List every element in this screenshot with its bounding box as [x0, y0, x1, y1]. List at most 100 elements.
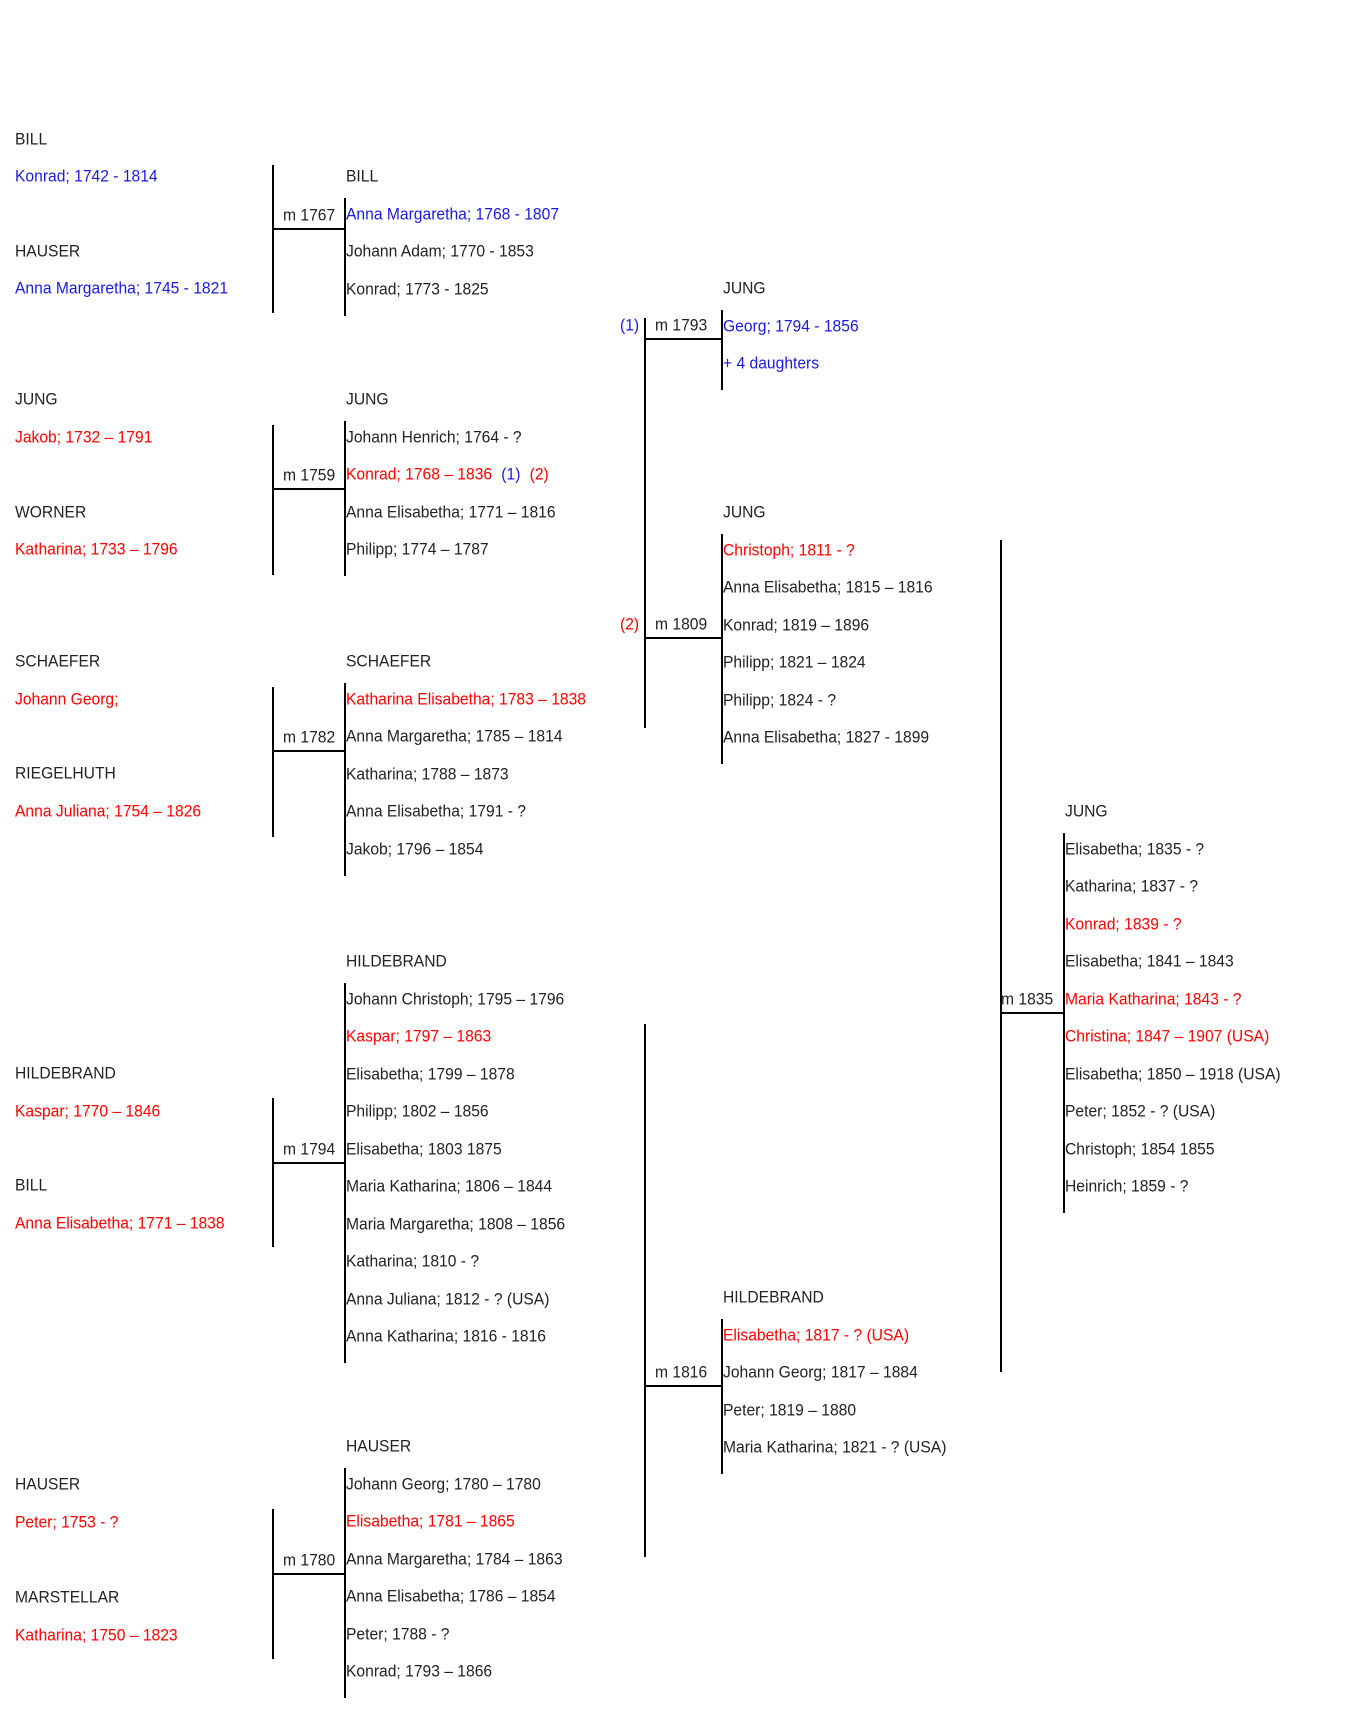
- connector-m1809: [644, 637, 722, 639]
- child-entry: Anna Elisabetha; 1815 – 1816: [723, 577, 933, 597]
- child-entry: Anna Elisabetha; 1827 - 1899: [723, 727, 930, 747]
- connector-hildebrand-hauser: [644, 1024, 646, 1557]
- child-entry: Anna Elisabetha; 1786 – 1854: [346, 1586, 556, 1606]
- connector-m1816: [644, 1385, 722, 1387]
- child-entry: Elisabetha; 1850 – 1918 (USA): [1065, 1064, 1281, 1083]
- father-surname: HILDEBRAND: [15, 1063, 116, 1083]
- child-entry: Peter; 1788 - ?: [346, 1624, 450, 1643]
- child-entry: Johann Georg; 1817 – 1884: [723, 1362, 918, 1382]
- child-entry: Elisabetha; 1817 - ? (USA): [723, 1325, 910, 1344]
- note-marriage-2: (2): [529, 464, 549, 484]
- father-surname: JUNG: [15, 389, 58, 409]
- child-entry: Maria Katharina; 1843 - ?: [1065, 989, 1242, 1008]
- child-entry: + 4 daughters: [723, 353, 820, 373]
- marriage-label: m 1767: [283, 205, 336, 225]
- mother-name: Anna Juliana; 1754 – 1826: [15, 801, 202, 821]
- children-line: [721, 310, 723, 390]
- marriage-label: m 1782: [283, 727, 336, 747]
- mother-surname: WORNER: [15, 502, 87, 522]
- children-surname: JUNG: [346, 389, 389, 409]
- mother-name: Anna Elisabetha; 1771 – 1838: [15, 1213, 225, 1233]
- child-entry: Konrad; 1819 – 1896: [723, 615, 870, 634]
- child-entry: Konrad; 1839 - ?: [1065, 914, 1182, 933]
- marriage-line: [272, 228, 346, 230]
- marriage-label: m 1816: [655, 1362, 708, 1382]
- marriage-label: m 1835: [1001, 989, 1054, 1009]
- father-name: Peter; 1753 - ?: [15, 1512, 119, 1532]
- father-name: Johann Georg;: [15, 689, 119, 709]
- marriage-line: [272, 1162, 346, 1164]
- parents-line: [272, 1098, 274, 1247]
- marriage-note: (1): [620, 315, 640, 335]
- child-entry: Konrad; 1793 – 1866: [346, 1661, 493, 1681]
- marriage-line: [272, 488, 346, 490]
- mother-surname: RIEGELHUTH: [15, 763, 116, 783]
- children-line: [344, 421, 346, 576]
- father-surname: BILL: [15, 129, 48, 149]
- child-entry: Anna Elisabetha; 1771 – 1816: [346, 502, 556, 521]
- child-entry: Anna Margaretha; 1784 – 1863: [346, 1549, 563, 1568]
- child-entry: Heinrich; 1859 - ?: [1065, 1176, 1189, 1196]
- child-entry: Peter; 1819 – 1880: [723, 1400, 857, 1419]
- child-entry: Maria Katharina; 1821 - ? (USA): [723, 1437, 947, 1457]
- children-surname: HAUSER: [346, 1436, 412, 1456]
- child-entry: Konrad; 1768 – 1836(1)(2): [346, 464, 549, 484]
- children-surname: HILDEBRAND: [346, 951, 447, 971]
- connector-jung-konrad: [644, 318, 646, 728]
- child-entry: Maria Katharina; 1806 – 1844: [346, 1176, 553, 1196]
- parents-line: [272, 687, 274, 837]
- children-surname: HILDEBRAND: [723, 1287, 824, 1307]
- father-surname: HAUSER: [15, 1474, 81, 1494]
- child-entry: Christoph; 1854 1855: [1065, 1139, 1215, 1158]
- child-entry: Philipp; 1824 - ?: [723, 690, 837, 709]
- connector-1835: [1000, 540, 1002, 1372]
- child-entry: Johann Adam; 1770 - 1853: [346, 241, 534, 261]
- children-surname: JUNG: [723, 278, 766, 298]
- connector-m1793: [644, 338, 723, 340]
- child-entry: Christoph; 1811 - ?: [723, 540, 855, 559]
- child-entry: Elisabetha; 1841 – 1843: [1065, 951, 1234, 971]
- children-line: [344, 198, 346, 316]
- father-name: Konrad; 1742 - 1814: [15, 166, 158, 186]
- child-entry: Elisabetha; 1781 – 1865: [346, 1511, 515, 1531]
- mother-name: Anna Margaretha; 1745 - 1821: [15, 278, 229, 298]
- child-entry: Katharina; 1837 - ?: [1065, 876, 1199, 896]
- father-name: Kaspar; 1770 – 1846: [15, 1101, 161, 1121]
- child-entry: Peter; 1852 - ? (USA): [1065, 1101, 1216, 1121]
- connector-m1835: [1000, 1012, 1065, 1014]
- child-entry: Anna Margaretha; 1785 – 1814: [346, 726, 563, 746]
- parents-line: [272, 425, 274, 575]
- child-entry: Konrad; 1773 - 1825: [346, 279, 489, 298]
- child-entry: Johann Henrich; 1764 - ?: [346, 427, 522, 446]
- children-line: [721, 1319, 723, 1474]
- child-entry: Katharina; 1788 – 1873: [346, 764, 509, 783]
- marriage-line: [272, 750, 346, 752]
- child-entry: Kaspar; 1797 – 1863: [346, 1026, 492, 1046]
- child-entry: Maria Margaretha; 1808 – 1856: [346, 1214, 566, 1233]
- children-line: [721, 534, 723, 764]
- children-line: [344, 683, 346, 876]
- marriage-line: [272, 1573, 346, 1575]
- child-entry: Christina; 1847 – 1907 (USA): [1065, 1026, 1270, 1046]
- mother-name: Katharina; 1733 – 1796: [15, 539, 178, 559]
- marriage-label: m 1780: [283, 1550, 336, 1570]
- father-name: Jakob; 1732 – 1791: [15, 427, 153, 447]
- child-entry: Anna Juliana; 1812 - ? (USA): [346, 1289, 550, 1308]
- children-surname: JUNG: [1065, 801, 1108, 821]
- children-surname: BILL: [346, 166, 379, 186]
- children-surname: JUNG: [723, 502, 766, 522]
- child-entry: Anna Elisabetha; 1791 - ?: [346, 801, 527, 821]
- child-entry: Johann Georg; 1780 – 1780: [346, 1474, 541, 1493]
- child-entry: Anna Margaretha; 1768 - 1807: [346, 204, 560, 223]
- child-entry: Elisabetha; 1835 - ?: [1065, 839, 1205, 858]
- child-entry: Katharina; 1810 - ?: [346, 1251, 480, 1271]
- child-entry: Elisabetha; 1803 1875: [346, 1139, 502, 1158]
- mother-surname: HAUSER: [15, 241, 81, 261]
- child-entry: Katharina Elisabetha; 1783 – 1838: [346, 689, 587, 708]
- child-entry: Jakob; 1796 – 1854: [346, 839, 484, 858]
- parents-line: [272, 165, 274, 313]
- mother-surname: MARSTELLAR: [15, 1587, 120, 1607]
- children-line: [344, 1468, 346, 1698]
- note-marriage-1: (1): [501, 464, 521, 484]
